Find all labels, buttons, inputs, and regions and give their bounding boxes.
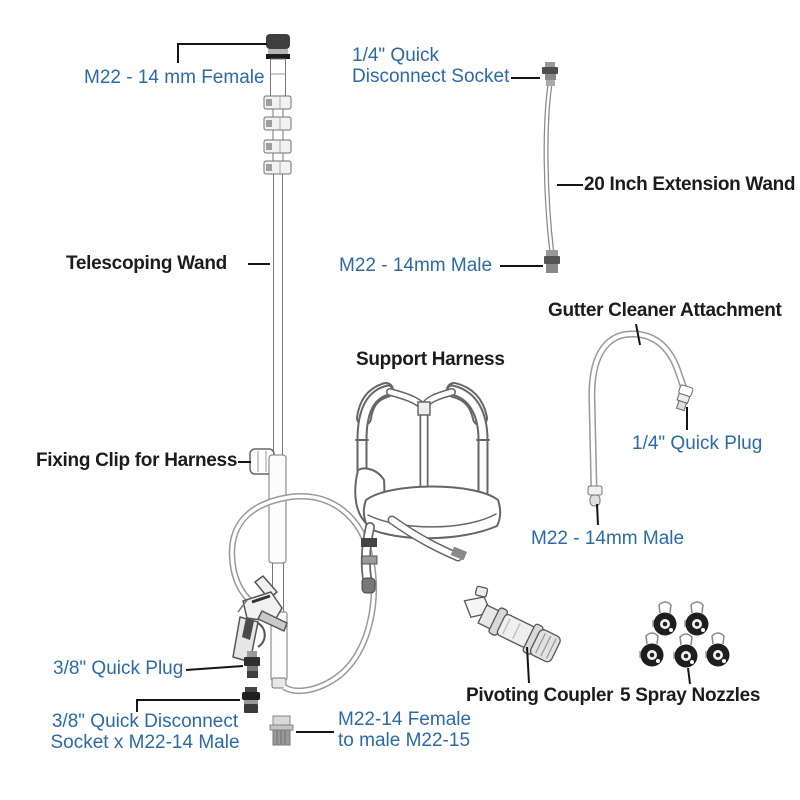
- m22-male-ext-label: M22 - 14mm Male: [339, 255, 493, 276]
- spray-nozzles-label: 5 Spray Nozzles: [620, 685, 761, 706]
- leader-m22-female: [177, 43, 267, 63]
- fitting-m22-male-gutter: [587, 485, 603, 507]
- qd-socket-14-label: 1/4" Quick Disconnect Socket: [352, 45, 510, 87]
- leader-gutter-cleaner: [635, 323, 641, 346]
- spray-nozzles-drawing: [639, 601, 730, 668]
- telescoping-wand-drawing: [249, 34, 292, 689]
- spray-gun-drawing: [232, 575, 288, 663]
- quick-plug-14-label: 1/4" Quick Plug: [632, 433, 763, 454]
- fixing-clip-label: Fixing Clip for Harness: [36, 450, 238, 471]
- leader-m22-male-gutter: [596, 503, 599, 526]
- pivoting-coupler-drawing: [463, 585, 561, 663]
- leader-38-quick-plug: [185, 665, 244, 671]
- spray-nozzle: [673, 633, 698, 668]
- gutter-cleaner-drawing: [587, 330, 694, 507]
- extension-wand-label: 20 Inch Extension Wand: [584, 174, 796, 195]
- support-harness-drawing: [354, 382, 502, 594]
- fitting-14-quick-plug: [675, 384, 694, 412]
- m22-f2m-label: M22-14 Female to male M22-15: [338, 709, 472, 751]
- fitting-m22-male-ext: [544, 250, 560, 273]
- fitting-14-qd-socket: [542, 62, 558, 86]
- spray-nozzle: [652, 601, 677, 636]
- pivoting-coupler-label: Pivoting Coupler: [466, 685, 614, 706]
- telescoping-wand-label: Telescoping Wand: [66, 253, 227, 274]
- leader-pivoting-coupler: [526, 646, 530, 684]
- m22-male-gutter-label: M22 - 14mm Male: [531, 528, 685, 549]
- gutter-cleaner-label: Gutter Cleaner Attachment: [548, 300, 782, 321]
- fitting-38-quick-plug: [244, 651, 260, 678]
- extension-wand-drawing: [542, 62, 560, 273]
- qd-socket-38-label: 3/8" Quick Disconnect Socket x M22-14 Ma…: [50, 711, 240, 753]
- leader-lines: [136, 43, 691, 733]
- support-harness-label: Support Harness: [356, 349, 505, 370]
- wand-collars: [263, 95, 292, 175]
- spray-nozzle: [684, 601, 709, 636]
- quick-plug-38-label: 3/8" Quick Plug: [53, 658, 184, 679]
- fitting-m22-female-to-male: [269, 715, 294, 746]
- fitting-38-qd-socket: [242, 687, 260, 713]
- spray-nozzle: [639, 632, 664, 667]
- hose-drawing: [228, 493, 377, 695]
- leader-38-qd-socket: [136, 699, 240, 712]
- leader-spray-nozzles: [687, 667, 691, 685]
- m22-14mm-female-label: M22 - 14 mm Female: [84, 67, 265, 88]
- spray-nozzle: [705, 632, 730, 667]
